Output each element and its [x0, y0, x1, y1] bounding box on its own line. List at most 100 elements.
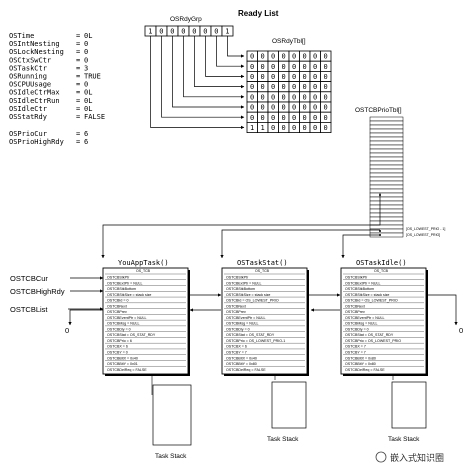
- ostcbpriotbl-slot: [369, 124, 404, 130]
- osrdygrp-bit: 0: [159, 28, 163, 36]
- osrdytbl-bit: 0: [261, 53, 265, 61]
- osrdytbl-bit: 0: [250, 53, 254, 61]
- osrdytbl-bit: 0: [324, 124, 328, 132]
- osrdytbl-bit: 0: [303, 73, 307, 81]
- tcb-field: OSTCBBitX = 0x80: [345, 356, 376, 360]
- kernel-var-name: OSIdleCtr: [9, 105, 47, 113]
- ostcbpriotbl-slot: [369, 140, 404, 146]
- kernel-var-equals: =: [76, 64, 80, 72]
- kernel-var-value: TRUE: [84, 73, 101, 81]
- tcb-field: OSTCBEventPtr = NULL: [107, 316, 146, 320]
- kernel-var-equals: =: [76, 73, 80, 81]
- ostcbpriotbl-slot: [369, 172, 404, 178]
- tcb-field: OSTCBY = 7: [226, 351, 247, 355]
- tcb-field: OSTCBPrio = OS_LOWEST_PRIO: [345, 339, 401, 343]
- null-right-label: 0: [459, 326, 463, 335]
- ostcbpriotbl-slot: [369, 116, 404, 122]
- osrdygrp-row-connector: [194, 36, 245, 89]
- kernel-var-value: 0: [84, 40, 88, 48]
- kernel-var-equals: =: [76, 105, 80, 113]
- ostcbpriotbl-slot: [369, 212, 404, 218]
- tcb-list: YouAppTask() OS_TCB OSTCBStkPtrOSTCBExtPtr…: [102, 259, 428, 376]
- osrdytbl-bit: 0: [324, 53, 328, 61]
- osrdytbl-bit: 0: [313, 93, 317, 101]
- tcb-title: YouAppTask(): [118, 259, 169, 267]
- tcb-field: OSTCBDly = 0: [226, 327, 250, 331]
- task-stack-1-box: [152, 384, 192, 446]
- kernel-var-name: OSIdleCtrMax: [9, 89, 60, 97]
- task-stack-2-label: Task Stack: [267, 436, 299, 443]
- osrdygrp-bit: 0: [181, 28, 185, 36]
- tcb-subtitle: OS_TCB: [136, 269, 151, 273]
- tcb-field: OSTCBStat = OS_STAT_RDY: [345, 333, 394, 337]
- ostcbpriotbl-slot: [369, 184, 404, 190]
- osrdytbl-bit: 0: [303, 114, 307, 122]
- tcb-field: OSTCBStkPtr: [345, 276, 368, 280]
- kernel-var-value: 3: [84, 64, 88, 72]
- osrdygrp-bit: 0: [203, 28, 207, 36]
- prio-to-ostaskidle-arrow: [341, 234, 380, 259]
- tcb-field: OSTCBId = OS_LOWEST_PRIO: [226, 299, 279, 303]
- kernel-var-name: OSIntNesting: [9, 40, 60, 48]
- ostcblist-label: OSTCBList: [10, 305, 48, 314]
- tcb-field: OSTCBStkBottom: [345, 287, 374, 291]
- kernel-var-value: 0L: [84, 89, 92, 97]
- tcb-title: OSTaskStat(): [237, 259, 288, 267]
- tcb-field: OSTCBX = 6: [107, 345, 128, 349]
- osrdytbl-bit: 0: [303, 53, 307, 61]
- task-stack-3-label: Task Stack: [388, 436, 420, 443]
- prio-var-equals: =: [76, 130, 80, 138]
- ostcbpriotbl-slot: [369, 224, 404, 230]
- tcb-field: OSTCBDelReq = FALSE: [107, 368, 147, 372]
- kernel-var-equals: =: [76, 32, 80, 40]
- osrdygrp-row-connector: [227, 36, 245, 58]
- kernel-var-name: OSTaskCtr: [9, 64, 47, 72]
- kernel-var-name: OSCPUUsage: [9, 81, 51, 89]
- prio-var-name: OSPrioHighRdy: [9, 138, 64, 146]
- osrdytbl-bit: 0: [282, 73, 286, 81]
- osrdytbl-bit: 0: [324, 73, 328, 81]
- osrdytbl-bit: 0: [250, 63, 254, 71]
- osrdygrp-label: OSRdyGrp: [170, 16, 202, 23]
- tcb-field: OSTCBBitX = 0x40: [107, 356, 138, 360]
- ostcbpriotbl-slot: [369, 200, 404, 206]
- ready-list-title: Ready List: [238, 9, 279, 18]
- ostcbpriotbl-slot: [369, 128, 404, 134]
- tcb-field: OSTCBStat = OS_STAT_RDY: [226, 333, 275, 337]
- osrdygrp-row-connector: [216, 36, 245, 68]
- osrdytbl-bit: 0: [282, 53, 286, 61]
- ostcbpriotbl-slot: [369, 136, 404, 142]
- ostcbpriotbl-slot: [369, 132, 404, 138]
- osrdytbl-label: OSRdyTbl[]: [272, 38, 306, 45]
- kernel-var-value: 0L: [84, 97, 92, 105]
- osrdytbl-bit: 0: [282, 83, 286, 91]
- osrdygrp-row-connector: [161, 36, 245, 119]
- kernel-var-name: OSTime: [9, 32, 34, 40]
- tcb-field: OSTCBMsg = NULL: [345, 322, 377, 326]
- tcb-field: OSTCBExtPtr = NULL: [226, 281, 261, 285]
- osrdytbl-bit: 0: [292, 53, 296, 61]
- tcb-field: OSTCBBitY = 0x80: [226, 362, 257, 366]
- tcb-field: OSTCBBitY = 0x80: [345, 362, 376, 366]
- prio-to-ostaskstat-arrow: [220, 229, 380, 259]
- tcb-field: OSTCBStkSize = stack size: [107, 293, 151, 297]
- osrdytbl-bit: 0: [271, 104, 275, 112]
- tcb-field: OSTCBStkPtr: [107, 276, 130, 280]
- tcb-field: OSTCBNext: [107, 304, 127, 308]
- kernel-var-name: OSCtxSwCtr: [9, 56, 51, 64]
- tcb-field: OSTCBStkSize = stack size: [226, 293, 270, 297]
- ostcbpriotbl-table: [369, 116, 404, 238]
- ostcbpriotbl-slot: [369, 220, 404, 226]
- ostcbpriotbl-slot: [369, 176, 404, 182]
- osrdytbl-bit: 0: [313, 83, 317, 91]
- task-stack-2-box: [271, 381, 307, 429]
- osrdytbl-bit: 0: [292, 63, 296, 71]
- tcb-field: OSTCBBitX = 0x40: [226, 356, 257, 360]
- tcb-field: OSTCBStkBottom: [226, 287, 255, 291]
- kernel-var-value: 0: [84, 56, 88, 64]
- kernel-variables: OSTime=0LOSIntNesting=0OSLockNesting=0OS…: [9, 32, 105, 146]
- kernel-var-equals: =: [76, 48, 80, 56]
- tcb-field: OSTCBX = 6: [226, 345, 247, 349]
- osrdytbl-bit: 0: [324, 93, 328, 101]
- osrdytbl-bit: 0: [271, 114, 275, 122]
